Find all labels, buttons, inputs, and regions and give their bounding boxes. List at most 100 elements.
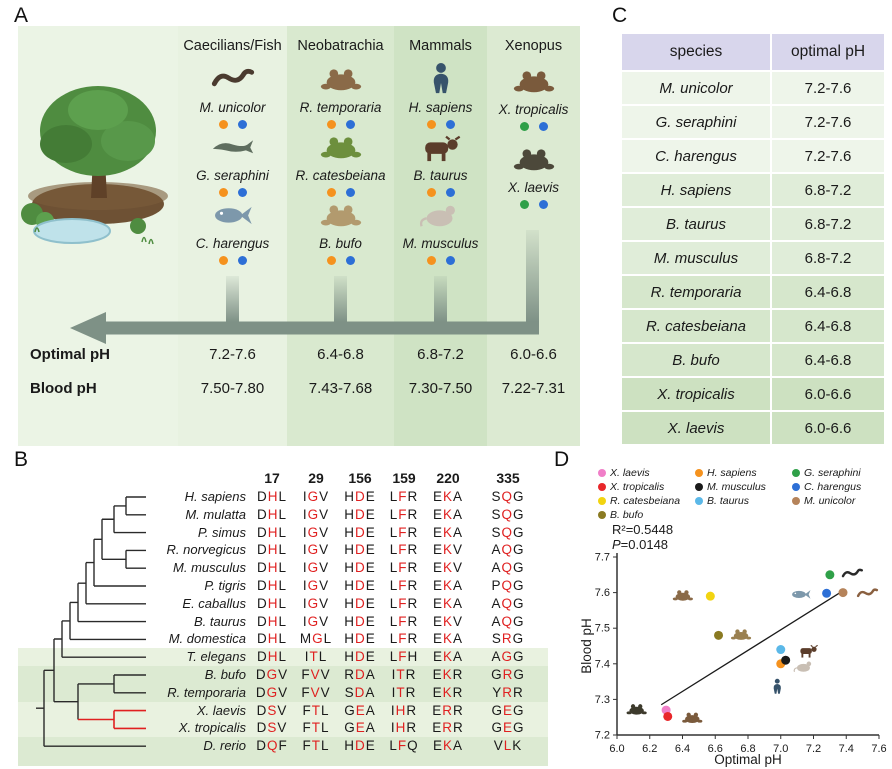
panel-d-label: D: [554, 448, 570, 471]
p-value: P=0.0148: [612, 537, 669, 552]
residue-triplet: FTL: [302, 720, 330, 736]
residue-triplet: EKV: [432, 613, 464, 629]
xenopus-branch-red: [78, 709, 146, 730]
species-block: B. bufo: [287, 198, 394, 265]
legend-dot: [695, 497, 703, 505]
caecilian-icon: [856, 588, 879, 598]
residue-triplet: LFR: [389, 506, 419, 522]
species-name: M. musculus: [173, 560, 246, 576]
x-axis-label: Optimal pH: [714, 752, 782, 767]
ph-cell: 6.8-7.2: [772, 208, 884, 240]
alignment-position: 159: [392, 470, 416, 486]
residue-triplet: IGV: [302, 524, 330, 540]
species-name: R. norvegicus: [166, 542, 246, 558]
ph-cell: 6.4-6.8: [772, 344, 884, 376]
residue-triplet: FTL: [302, 702, 330, 718]
ph-dot: [345, 120, 355, 129]
residue-triplet: DHL: [256, 489, 287, 504]
species-cell: B. bufo: [622, 344, 772, 376]
species-cell: R. catesbeiana: [622, 310, 772, 342]
ph-dots: [394, 256, 487, 265]
frog-icon: [320, 69, 361, 91]
fish-icon: [214, 206, 252, 225]
residue-triplet: EKA: [432, 649, 464, 665]
table-header-row: species optimal pH: [622, 34, 884, 72]
legend-label: X. laevis: [610, 467, 650, 479]
residue-triplet: EKA: [432, 631, 464, 647]
species-name: E. caballus: [182, 595, 246, 611]
legend-dot: [792, 483, 800, 491]
legend-label: B. bufo: [610, 509, 644, 521]
x-tick-label: 7.6: [871, 743, 886, 755]
residue-triplet: FVV: [301, 667, 331, 682]
x-tick-label: 6.6: [708, 743, 723, 755]
residue-triplet: DGV: [255, 684, 289, 700]
species-name: M. unicolor: [199, 100, 266, 115]
ph-dot: [345, 188, 355, 197]
residue-triplet: LFR: [389, 560, 419, 576]
residue-triplet: SQG: [491, 524, 525, 540]
residue-triplet: FVV: [301, 684, 331, 700]
frog-icon: [320, 137, 361, 159]
x-tick-label: 7.2: [806, 743, 821, 755]
optimal-ph-label: Optimal pH: [30, 346, 111, 363]
frog-icon: [513, 149, 554, 171]
legend-dot: [792, 497, 800, 505]
ph-dot: [519, 200, 529, 209]
legend-label: C. harengus: [804, 481, 862, 493]
blood-value: 7.43-7.68: [308, 380, 373, 397]
species-name: H. sapiens: [184, 489, 246, 504]
panel-b-label: B: [14, 448, 29, 471]
residue-triplet: AGG: [491, 649, 525, 665]
ph-dot: [519, 122, 529, 131]
data-point: [822, 588, 832, 598]
legend-item: X. tropicalis: [598, 481, 664, 493]
species-name: P. simus: [197, 524, 246, 540]
residue-triplet: EKA: [432, 524, 464, 540]
species-name: X. laevis: [196, 702, 246, 718]
species-name: C. harengus: [195, 236, 270, 251]
ph-dot: [326, 256, 336, 265]
species-block: G. seraphini: [178, 130, 287, 197]
cow-icon: [424, 135, 460, 162]
arrowhead: [70, 312, 106, 344]
species-name: R. temporaria: [299, 100, 382, 115]
frog-icon: [672, 590, 693, 601]
frog-icon: [320, 205, 361, 227]
residue-triplet: HDE: [344, 489, 376, 504]
ph-dot: [218, 120, 228, 129]
species-name: G. seraphini: [196, 168, 269, 183]
legend-item: B. bufo: [598, 509, 643, 521]
species-cell: M. musculus: [622, 242, 772, 274]
residue-triplet: SDA: [344, 684, 376, 700]
ph-dot: [237, 256, 247, 265]
ph-dot: [326, 188, 336, 197]
species-name: B. taurus: [413, 168, 468, 183]
legend-dot: [598, 469, 606, 477]
legend-dot: [598, 483, 606, 491]
residue-triplet: YRR: [492, 684, 524, 700]
y-tick-label: 7.4: [595, 658, 610, 670]
residue-triplet: DQF: [256, 738, 288, 754]
legend-item: G. seraphini: [792, 467, 861, 479]
ph-column-header: optimal pH: [772, 34, 884, 70]
pond: [33, 218, 111, 244]
legend-item: X. laevis: [598, 467, 650, 479]
residue-triplet: EKA: [432, 489, 464, 504]
tree-branches: [36, 496, 146, 747]
ph-dots: [487, 122, 580, 131]
panel-a-label: A: [14, 4, 29, 27]
legend-label: M. musculus: [707, 481, 766, 493]
caecilian-icon: [841, 568, 863, 578]
residue-triplet: ITR: [391, 667, 417, 682]
species-name: D. rerio: [203, 738, 246, 754]
